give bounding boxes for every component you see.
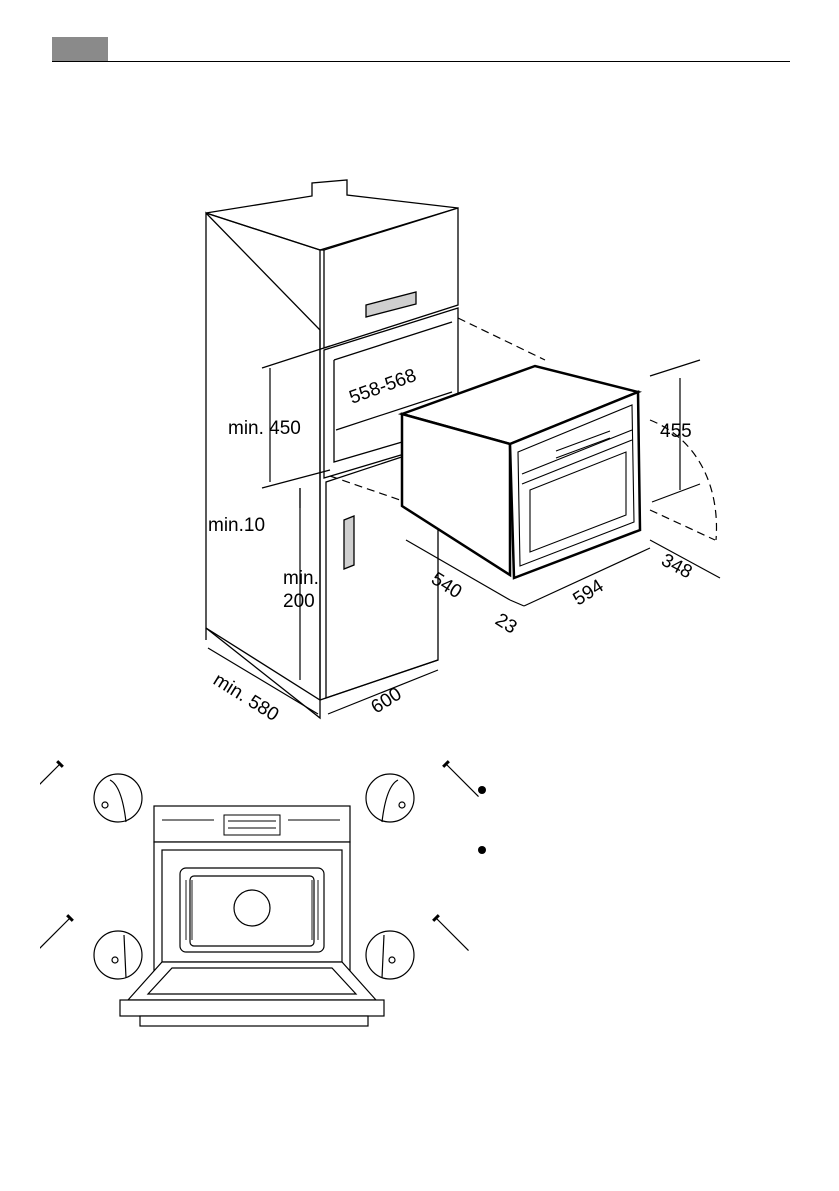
detail-circle-bottom-left [93, 930, 143, 980]
opening-height-label: min. 450 [228, 418, 301, 439]
bullet-2 [478, 846, 486, 854]
appliance-width-label: 594 [570, 575, 608, 610]
oven-body-side [400, 412, 512, 578]
front-depth-label: 23 [491, 609, 520, 638]
section-header-tab [52, 37, 108, 61]
screw-bottom-left [40, 914, 74, 951]
gap-label: min.10 [208, 515, 265, 536]
base-height-label-1: min. [283, 568, 319, 589]
detail-circle-top-left [93, 773, 143, 823]
detail-circle-top-right [365, 773, 415, 823]
bullet-1 [478, 786, 486, 794]
door-swing-label: 348 [658, 550, 696, 583]
screw-bottom-right [432, 914, 469, 951]
cabinet-side-panel [205, 211, 321, 720]
cabinet-width-label: 600 [368, 684, 406, 719]
screw-top-left [40, 760, 64, 797]
upper-door-handle [365, 291, 417, 318]
screw-fixing-diagram [40, 760, 479, 1027]
oven-control-panel [153, 805, 351, 843]
upper-cabinet-door [323, 207, 459, 349]
oven-cavity [179, 867, 325, 953]
appliance-height-label: 455 [660, 421, 692, 442]
lower-door-handle [343, 515, 355, 570]
cabinet-top [205, 179, 459, 251]
detail-circle-bottom-right [365, 930, 415, 980]
screw-top-right [442, 760, 479, 797]
header-rule [52, 61, 790, 62]
cavity-fan-cover [233, 889, 271, 927]
installation-dimensions-diagram: 558-568 min. 450 min.10 min. 200 min. 58… [205, 179, 721, 726]
base-height-label-2: 200 [283, 591, 315, 612]
